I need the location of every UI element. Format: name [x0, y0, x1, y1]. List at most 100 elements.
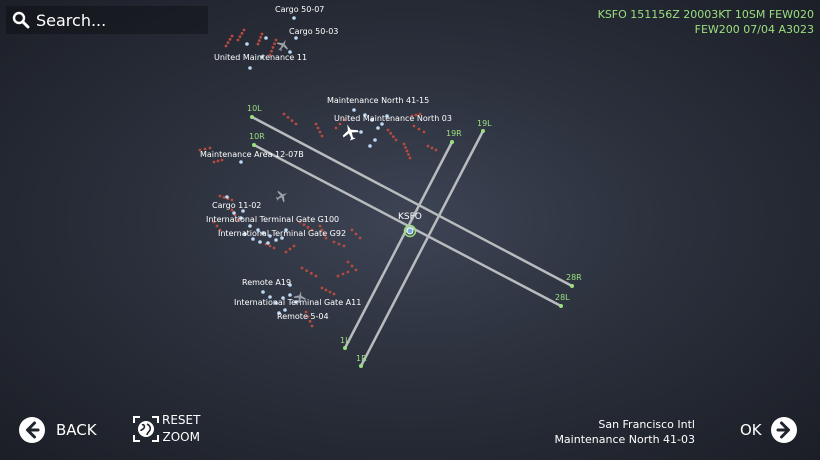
taxi-marker — [407, 153, 410, 156]
taxi-marker — [230, 34, 234, 38]
stand-dot — [261, 290, 265, 294]
search-input[interactable] — [36, 10, 196, 30]
taxi-marker — [322, 232, 326, 236]
stand-label[interactable]: United Maintenance 11 — [214, 53, 307, 62]
taxi-marker — [354, 232, 358, 236]
taxi-marker — [426, 144, 430, 148]
stand-label[interactable]: Maintenance Area 12-07B — [200, 150, 304, 159]
search-bar[interactable] — [6, 6, 208, 34]
runway-19R-1L[interactable]: 19R 1L — [340, 129, 462, 350]
taxi-marker — [198, 148, 202, 152]
taxi-marker — [389, 131, 393, 135]
taxi-marker — [334, 126, 338, 130]
taxi-marker — [208, 146, 212, 150]
taxi-marker — [240, 31, 244, 35]
stand-label[interactable]: International Terminal Gate G92 — [218, 229, 346, 238]
selection-info: San Francisco Intl Maintenance North 41-… — [554, 417, 695, 447]
taxi-marker — [422, 130, 426, 134]
taxi-marker — [271, 46, 275, 49]
stand-dot — [376, 126, 380, 130]
stand-label[interactable]: Cargo 50-07 — [275, 5, 324, 14]
taxi-marker — [434, 148, 438, 152]
stand-dot — [256, 228, 260, 232]
stand-dot — [248, 66, 252, 70]
taxi-marker — [342, 244, 346, 248]
stand-label[interactable]: United Maintenance North 03 — [334, 114, 452, 123]
taxi-marker — [212, 220, 216, 224]
taxi-marker — [410, 114, 414, 118]
stand-dot — [294, 36, 298, 40]
taxi-marker — [222, 195, 226, 199]
taxi-marker — [341, 272, 345, 276]
stand-dot — [373, 138, 377, 142]
taxi-marker — [332, 240, 336, 244]
taxi-marker — [310, 228, 314, 232]
taxi-marker — [298, 220, 302, 224]
stand-dot — [248, 224, 252, 228]
taxi-marker — [337, 242, 341, 246]
taxi-marker — [318, 224, 322, 228]
stand-dot — [225, 195, 229, 199]
taxi-marker — [305, 269, 309, 273]
taxi-marker — [218, 228, 222, 232]
aircraft-icon — [275, 191, 288, 203]
airport-marker-icon[interactable]: KSFO — [398, 212, 422, 238]
taxi-marker — [417, 127, 421, 131]
aircraft-icon — [276, 39, 288, 52]
stand-label[interactable]: International Terminal Gate G100 — [206, 215, 339, 224]
runway-label-19L: 19L — [477, 119, 492, 128]
stand-label[interactable]: Maintenance North 41-15 — [327, 96, 429, 105]
metar-line-1: KSFO 151156Z 20003KT 10SM FEW020 — [597, 8, 814, 21]
taxi-marker — [203, 147, 207, 151]
taxi-marker — [386, 128, 390, 132]
back-button[interactable]: BACK — [18, 416, 97, 444]
stand-dot — [243, 232, 247, 236]
taxi-marker — [236, 38, 240, 42]
stand-dot — [274, 301, 278, 305]
stand-dot — [264, 36, 268, 40]
taxi-marker — [292, 244, 296, 248]
taxi-marker — [430, 146, 434, 150]
back-label: BACK — [56, 421, 97, 439]
taxi-marker — [228, 37, 232, 41]
taxi-marker — [414, 113, 418, 117]
ok-button[interactable]: OK — [740, 416, 798, 444]
taxi-marker — [215, 224, 219, 228]
stand-labels[interactable]: Cargo 50-07 Cargo 50-03 United Maintenan… — [200, 5, 452, 321]
stand-dot — [288, 50, 292, 54]
stand-dots — [225, 16, 389, 315]
taxi-marker — [316, 126, 320, 130]
reset-zoom-button[interactable]: RESET ZOOM — [132, 412, 200, 446]
stand-dot — [370, 118, 374, 122]
taxi-marker — [318, 130, 322, 134]
taxi-marker — [272, 246, 276, 250]
metar-readout: KSFO 151156Z 20003KT 10SM FEW020 FEW200 … — [554, 7, 814, 37]
stand-dot — [385, 114, 389, 118]
stand-dot — [368, 144, 372, 148]
taxi-marker — [408, 156, 412, 160]
stand-label[interactable]: Cargo 11-02 — [212, 201, 261, 210]
stand-label[interactable]: Remote A19 — [242, 278, 291, 287]
taxi-marker — [350, 264, 354, 268]
taxi-marker — [314, 274, 318, 278]
taxi-marker — [302, 223, 306, 227]
taxi-marker — [242, 28, 246, 32]
stand-dot — [284, 228, 288, 232]
stand-dot — [363, 113, 367, 117]
reset-label-line-2: ZOOM — [162, 430, 200, 444]
taxi-marker — [257, 39, 261, 43]
arrow-left-icon — [19, 417, 45, 443]
stand-label[interactable]: Cargo 50-03 — [289, 27, 338, 36]
metar-line-2: FEW200 07/04 A3023 — [694, 23, 814, 36]
taxi-marker — [405, 149, 409, 153]
stand-label[interactable]: Remote 5-04 — [277, 312, 329, 321]
stand-dot — [261, 231, 265, 235]
stand-dot — [292, 16, 296, 20]
ok-label: OK — [740, 421, 762, 439]
taxi-marker — [236, 218, 240, 222]
stand-dot — [268, 234, 272, 238]
runway-19L-1R[interactable]: 19L 1R — [356, 119, 492, 368]
stand-dot — [352, 108, 356, 112]
runway-10L-28R[interactable]: 10L 28R — [247, 104, 582, 288]
